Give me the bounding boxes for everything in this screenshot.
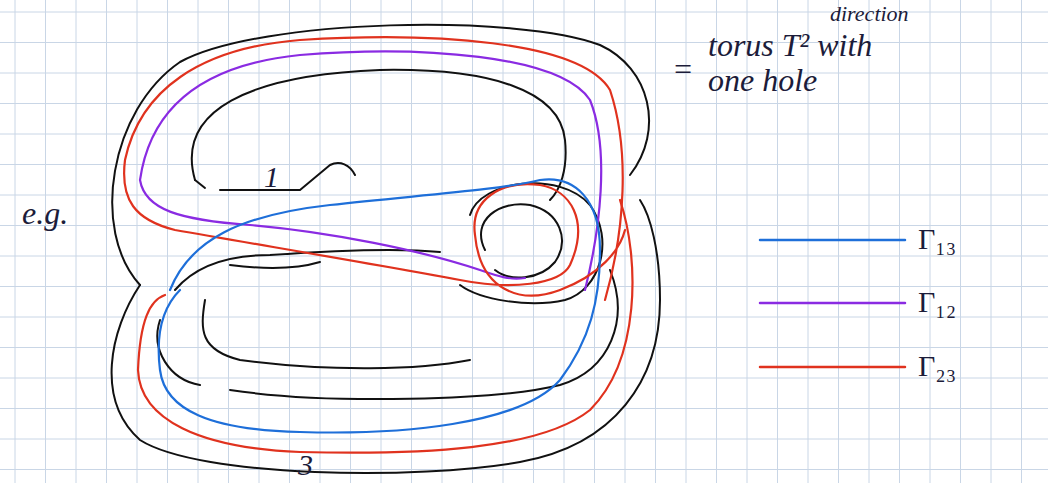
legend-label: Γ₂₃ xyxy=(918,349,956,382)
legend-line xyxy=(760,302,905,305)
vertex-number: 3 xyxy=(298,448,313,481)
surface-note: torus T² with one hole xyxy=(708,28,923,98)
vertex-number: 1 xyxy=(264,160,279,193)
legend-line xyxy=(760,366,905,369)
cut-off-note: direction xyxy=(830,2,909,26)
legend-line xyxy=(760,239,905,242)
equals-sign: = xyxy=(672,52,694,87)
example-label: e.g. xyxy=(22,196,68,231)
legend-label: Γ₁₂ xyxy=(918,285,956,318)
legend-label: Γ₁₃ xyxy=(918,222,956,255)
